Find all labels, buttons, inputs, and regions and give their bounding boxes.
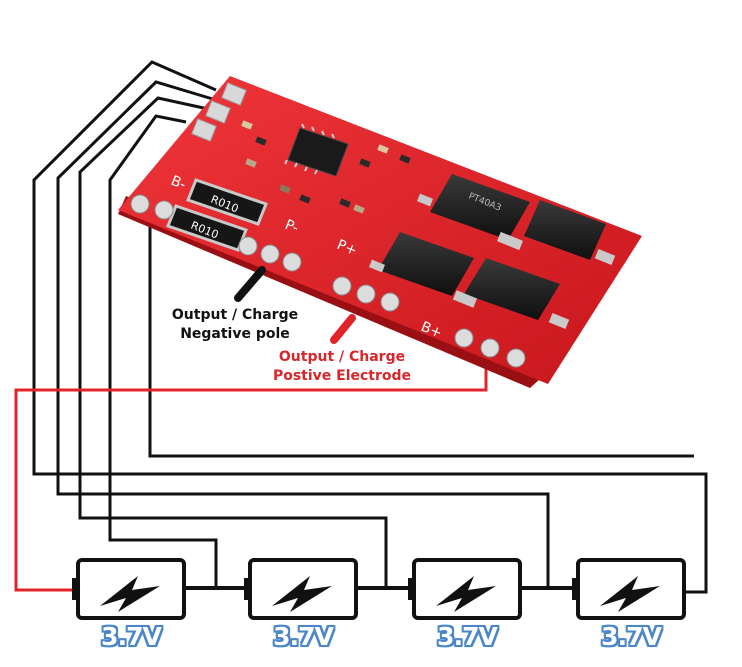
mosfets	[369, 174, 616, 330]
negative-pole-label: Output / Charge Negative pole	[168, 306, 302, 344]
positive-label-line2: Postive Electrode	[272, 368, 412, 384]
pad-label-b-minus: B-	[169, 173, 189, 193]
balance-pads	[191, 82, 247, 142]
wire-b2	[78, 96, 388, 586]
negative-pointer	[234, 266, 266, 302]
ic-pins	[284, 123, 335, 175]
smd-components	[241, 120, 411, 214]
positive-electrode-label: Output / Charge Postive Electrode	[272, 348, 412, 386]
pad-label-p-minus: P-	[283, 217, 301, 237]
battery-icon-1	[72, 558, 186, 620]
positive-label-line1: Output / Charge	[278, 349, 406, 365]
battery-voltage-4: 3.7V	[601, 622, 662, 651]
shunt-resistor-1	[186, 178, 268, 226]
battery-icon-3	[408, 558, 522, 620]
pad-label-b-plus: B+	[419, 319, 445, 342]
bms-ic-chip	[287, 127, 349, 177]
negative-label-line1: Output / Charge	[171, 307, 299, 323]
wire-b3	[56, 80, 550, 586]
pcb-board	[118, 76, 642, 388]
battery-icon-4	[572, 558, 686, 620]
output-pads	[130, 194, 526, 368]
wire-b4	[32, 60, 708, 594]
battery-icon-2	[244, 558, 358, 620]
shunt-resistor-2	[166, 204, 248, 252]
negative-label-line2: Negative pole	[180, 326, 290, 342]
battery-voltage-3: 3.7V	[437, 622, 498, 651]
battery-voltage-1: 3.7V	[101, 622, 162, 651]
wire-positive	[14, 362, 488, 592]
wire-b1	[108, 114, 218, 586]
pad-label-p-plus: P+	[335, 237, 360, 259]
battery-chain	[72, 558, 686, 620]
positive-pointer	[330, 314, 356, 344]
battery-voltage-2: 3.7V	[273, 622, 334, 651]
